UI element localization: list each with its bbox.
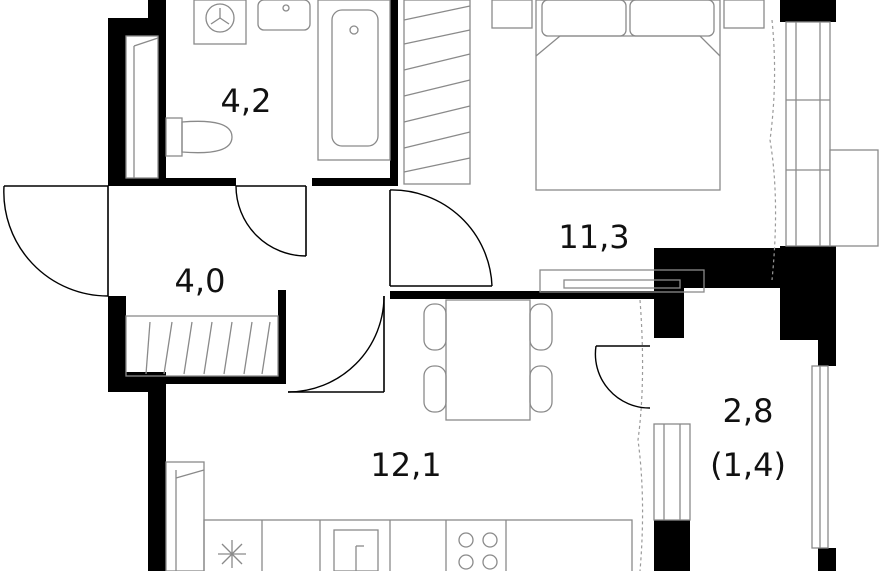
walls: [108, 0, 836, 571]
bathtub-icon: [317, 0, 391, 161]
area-bathroom: 4,2: [221, 82, 272, 120]
stove-icon: [458, 532, 498, 570]
bed-icon: [491, 0, 765, 191]
area-kitchen-living: 12,1: [370, 446, 441, 484]
toilet-icon: [165, 117, 233, 157]
hallway-storage: [125, 315, 279, 377]
area-hallway: 4,0: [175, 262, 226, 300]
area-loggia: 2,8: [723, 392, 774, 430]
kitchen-sink-icon: [333, 529, 379, 571]
area-bedroom: 11,3: [558, 218, 629, 256]
wardrobe: [403, 0, 471, 185]
windows: [125, 21, 879, 571]
washing-machine-icon: [193, 0, 247, 45]
fridge-icon: [218, 540, 246, 568]
tv-stand: [539, 269, 705, 293]
area-loggia-secondary: (1,4): [710, 446, 786, 484]
kitchen-counter: [203, 519, 633, 571]
sink-icon: [257, 0, 311, 31]
glazing-lines: [637, 19, 777, 571]
dining-table-icon: [423, 299, 553, 421]
doors: [3, 185, 651, 409]
